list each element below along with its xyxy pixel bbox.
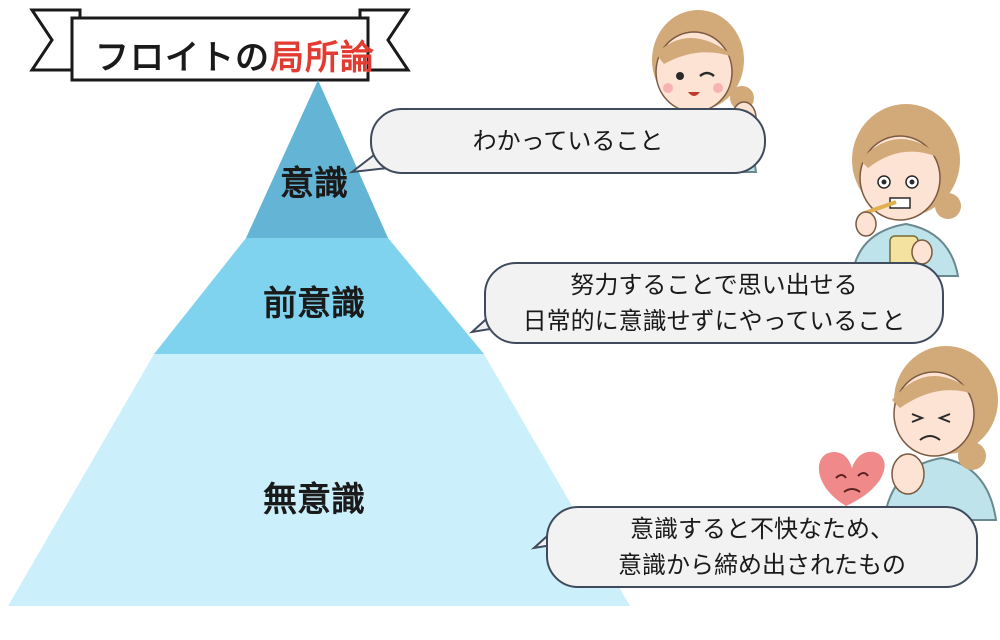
bubble-line: 意識すると不快なため、 [630,515,894,543]
title-banner-ribbon [29,8,411,82]
bubble-line: 意識から締め出されたもの [618,551,906,579]
woman-brushing-teeth-illustration [850,104,961,277]
layer-label-preconscious: 前意識 [263,284,365,324]
title-main: フロイトの [95,38,270,78]
layer-label-conscious: 意識 [280,164,348,204]
bubble-line: 日常的に意識せずにやっていること [522,307,906,335]
woman-distressed-illustration [818,346,998,521]
speech-bubble-unconscious: 意識すると不快なため、 意識から締め出されたもの [546,506,978,588]
title-accent: 局所論 [270,38,375,78]
pyramid-layer-preconscious [154,238,484,354]
pyramid-layer-conscious [246,80,388,238]
layer-label-unconscious: 無意識 [263,480,365,520]
bubble-line: 努力することで思い出せる [570,271,858,299]
speech-bubble-preconscious: 努力することで思い出せる 日常的に意識せずにやっていること [484,262,944,344]
speech-bubble-conscious: わかっていること [370,108,766,174]
page-title: フロイトの局所論 [95,30,375,79]
pyramid-layer-unconscious [8,354,630,606]
title-banner: フロイトの局所論 [0,0,440,90]
heart-icon [818,451,885,506]
bubble-line: わかっていること [472,127,664,155]
